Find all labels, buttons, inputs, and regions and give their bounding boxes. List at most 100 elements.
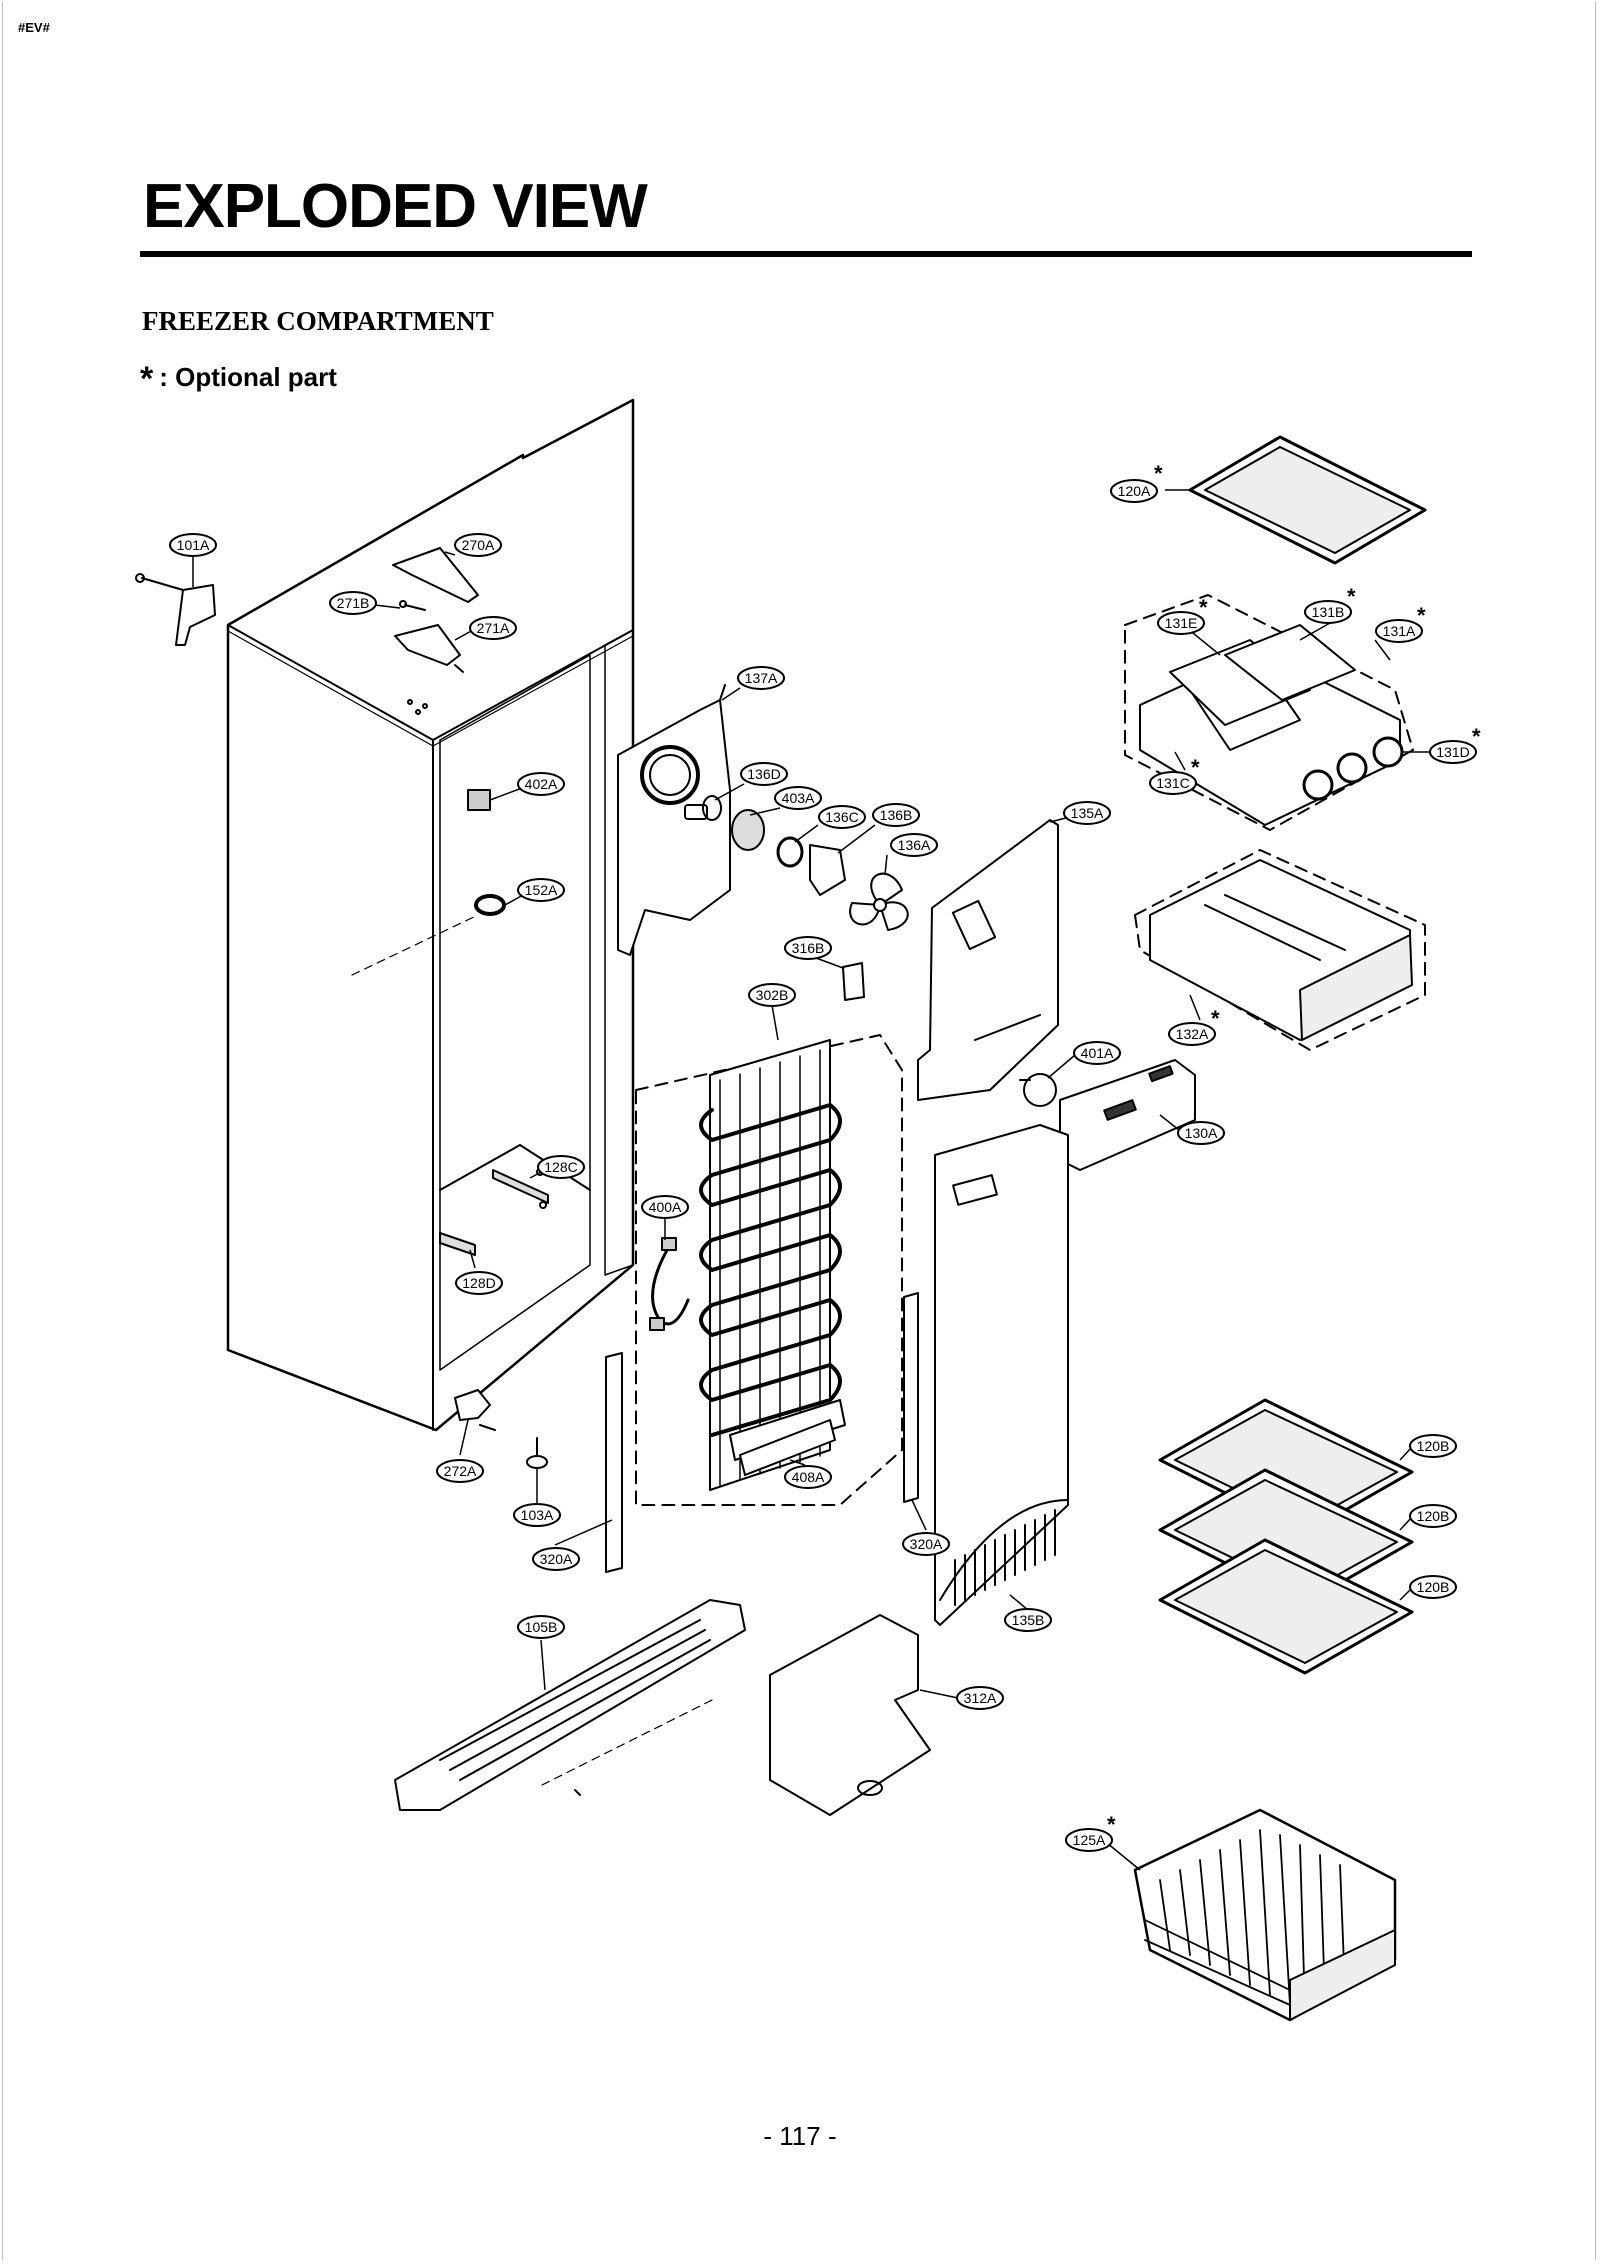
callout-136C: 136C [818,805,866,829]
part-408A [739,1419,836,1476]
callout-labels: 101A 270A 271B 271A 137A 402A 136D 403A … [169,461,1481,1852]
callout-120B-2: 120B [1409,1504,1457,1528]
callout-103A: 103A [513,1503,561,1527]
optional-mark: * [1211,1006,1220,1031]
optional-mark: * [1107,1812,1116,1837]
optional-mark: * [1347,584,1356,609]
part-402A [467,789,491,811]
callout-label: 137A [745,670,778,686]
callout-320A-left: 320A [532,1547,580,1571]
part-120A [1188,435,1427,565]
part-137A [617,684,731,956]
callout-137A: 137A [737,666,785,690]
callout-label: 135B [1012,1612,1045,1628]
part-316B [842,962,865,1001]
callout-label: 136D [747,766,780,782]
callout-label: 131C [1156,775,1189,791]
callout-400A: 400A [641,1195,689,1219]
callout-label: 400A [649,1199,682,1215]
callout-label: 272A [444,1463,477,1479]
callout-131E: 131E* [1157,595,1208,635]
part-271A [394,600,464,673]
part-125A [1133,1808,1397,2022]
callout-label: 132A [1176,1026,1209,1042]
callout-label: 131E [1165,615,1198,631]
callout-label: 130A [1185,1125,1218,1141]
optional-mark: * [1417,603,1426,628]
callout-312A: 312A [956,1686,1004,1710]
callout-label: 131B [1312,604,1345,620]
callout-136B: 136B [872,803,920,827]
callout-316B: 316B [784,936,832,960]
callout-131B: 131B* [1304,584,1356,624]
callout-120B-1: 120B [1409,1434,1457,1458]
part-131A [1124,594,1414,831]
callout-302B: 302B [748,983,796,1007]
callout-132A: 132A* [1168,1006,1220,1046]
part-101A [135,573,216,646]
callout-101A: 101A [169,533,217,557]
callout-135B: 135B [1004,1608,1052,1632]
callout-105B: 105B [517,1615,565,1639]
callout-label: 125A [1073,1832,1106,1848]
callout-271A: 271A [469,616,517,640]
page-number: - 117 - [763,2121,837,2151]
callout-320A-right: 320A [902,1532,950,1556]
callout-label: 120B [1417,1438,1450,1454]
callout-label: 270A [462,537,495,553]
part-320A-left [605,1352,623,1573]
callout-label: 152A [525,882,558,898]
callout-label: 131A [1383,623,1416,639]
callout-label: 120A [1118,483,1151,499]
callout-label: 402A [525,776,558,792]
callout-label: 136C [825,809,858,825]
callout-125A: 125A* [1065,1812,1116,1852]
callout-label: 271A [477,620,510,636]
optional-mark: * [1472,724,1481,749]
callout-label: 105B [525,1619,558,1635]
part-120B-shelves [1158,1398,1414,1675]
callout-label: 320A [910,1536,943,1552]
callout-label: 136A [898,837,931,853]
callout-label: 103A [521,1507,554,1523]
callout-136A: 136A [890,833,938,857]
part-400A [649,1237,690,1331]
cabinet-drawing [226,398,635,1432]
callout-403A: 403A [774,786,822,810]
callout-label: 408A [792,1469,825,1485]
optional-mark: * [1191,755,1200,780]
part-152A [474,894,506,916]
callout-128D: 128D [455,1271,503,1295]
callout-131D: 131D* [1429,724,1481,764]
callout-label: 302B [756,987,789,1003]
callout-401A: 401A [1073,1041,1121,1065]
callout-label: 312A [964,1690,997,1706]
callout-label: 120B [1417,1508,1450,1524]
page-title: EXPLODED VIEW [143,172,648,241]
callout-label: 131D [1436,744,1469,760]
callout-120A: 120A* [1110,461,1163,503]
callout-130A: 130A [1177,1121,1225,1145]
optional-note: *: Optional part [140,360,337,399]
optional-note-text: : Optional part [159,362,337,392]
part-135A [917,819,1059,1101]
part-135B [934,1124,1069,1626]
part-312A [769,1614,931,1816]
callout-272A: 272A [436,1459,484,1483]
part-105B [394,1599,746,1811]
callout-131A: 131A* [1375,603,1426,643]
callout-136D: 136D [740,762,788,786]
part-302B [635,1034,903,1506]
callout-120B-3: 120B [1409,1575,1457,1599]
part-272A [454,1389,496,1431]
callout-label: 403A [782,790,815,806]
page-marker: #EV# [18,20,50,35]
part-132A [1134,849,1426,1051]
callout-135A: 135A [1063,801,1111,825]
callout-label: 128D [462,1275,495,1291]
callout-label: 320A [540,1551,573,1567]
part-103A [526,1437,548,1469]
callout-label: 136B [880,807,913,823]
callout-271B: 271B [329,591,377,615]
